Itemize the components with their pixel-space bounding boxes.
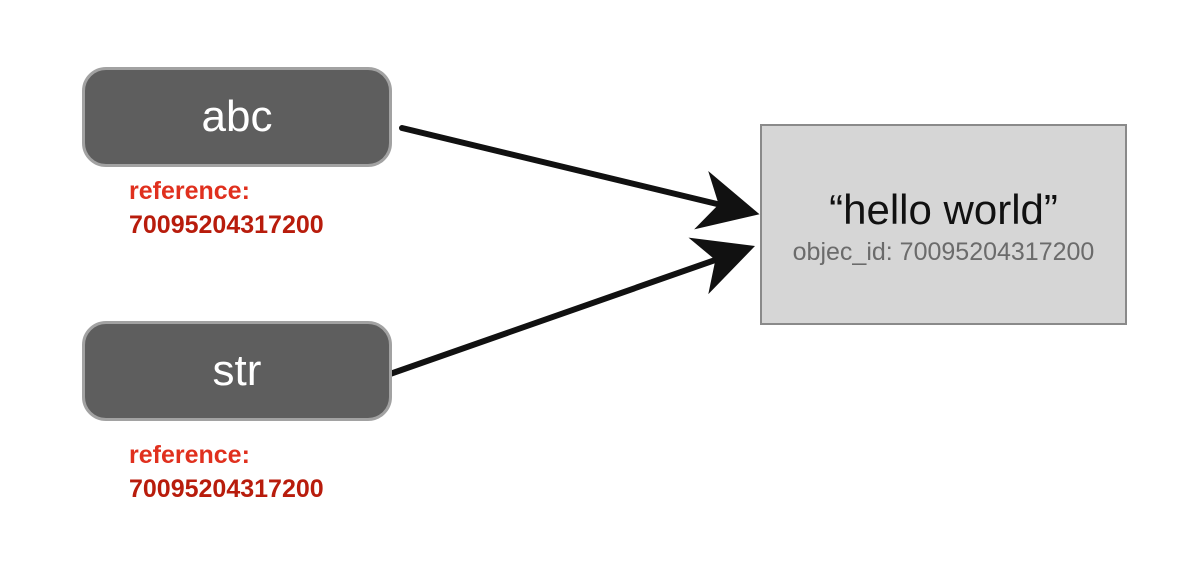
arrow-str-to-object (387, 237, 755, 377)
reference-label: reference: (129, 441, 250, 469)
variable-str-name: str (212, 346, 262, 395)
variable-str-box: str (82, 321, 392, 421)
arrow-abc-to-object (399, 125, 760, 230)
object-value: “hello world” (829, 186, 1058, 233)
variable-abc-name: abc (201, 92, 273, 141)
object-id: objec_id: 70095204317200 (792, 238, 1095, 266)
reference-value: 70095204317200 (129, 211, 324, 239)
variable-abc-reference: reference: 70095204317200 (129, 174, 324, 242)
string-object-box: “hello world” objec_id: 70095204317200 (760, 124, 1127, 325)
reference-label: reference: (129, 177, 250, 205)
variable-str-reference: reference: 70095204317200 (129, 438, 324, 506)
reference-value: 70095204317200 (129, 475, 324, 503)
variable-abc-box: abc (82, 67, 392, 167)
